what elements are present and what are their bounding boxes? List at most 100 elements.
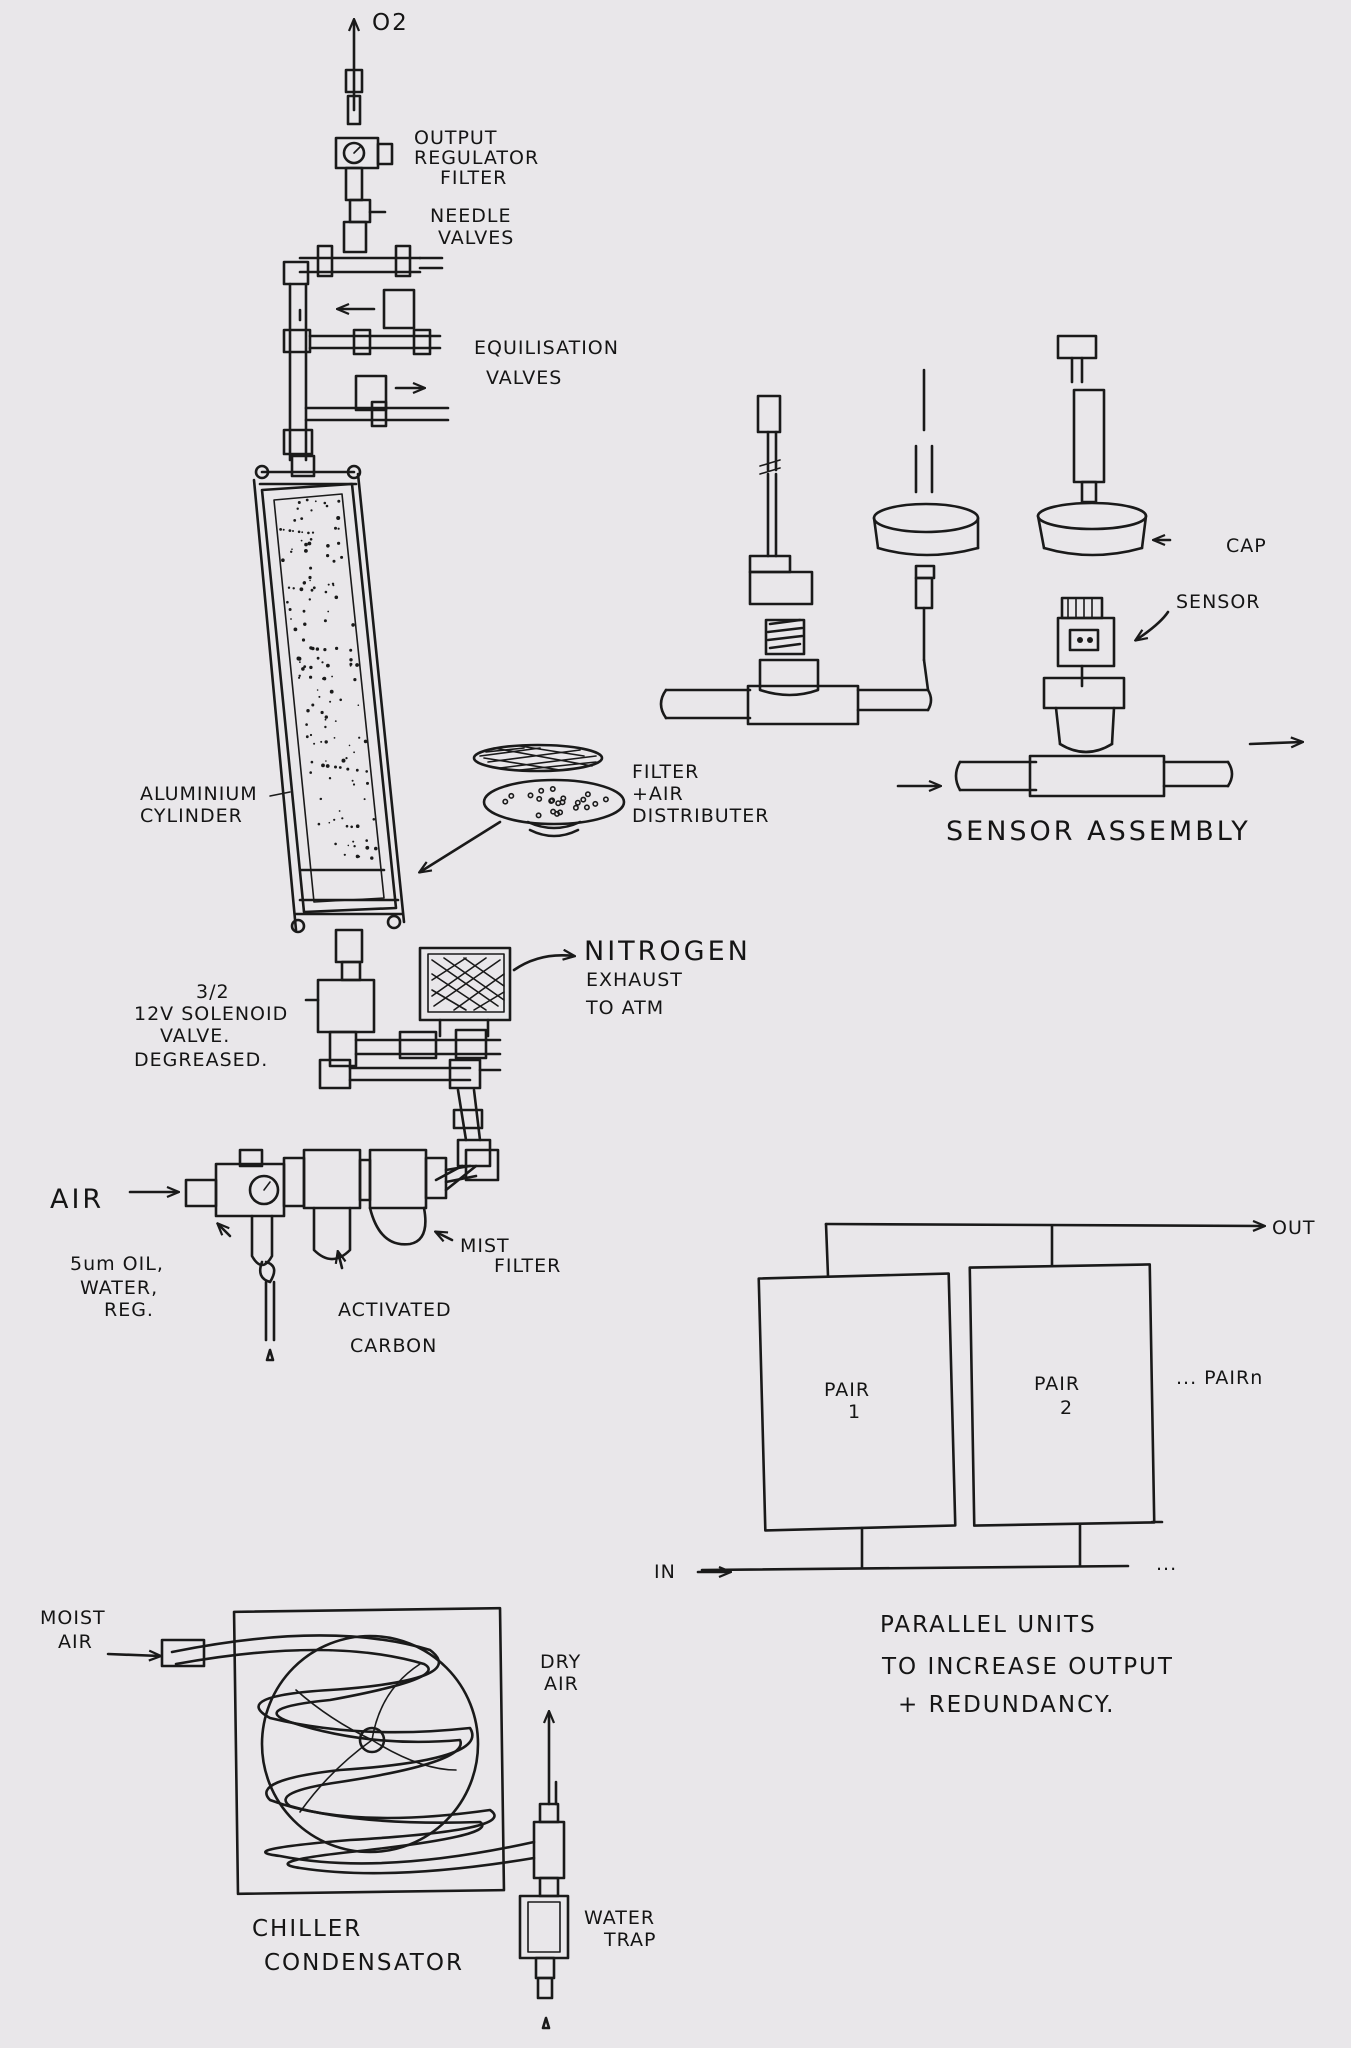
packing-speckle xyxy=(353,678,357,682)
packing-speckle xyxy=(309,538,313,541)
packing-speckle xyxy=(301,531,304,534)
filter-air-distributer-label: FILTER xyxy=(632,761,699,783)
pair-2-label: PAIR xyxy=(1034,1373,1080,1395)
packing-speckle xyxy=(286,600,289,604)
solenoid-label-2: 12V SOLENOID xyxy=(134,1003,288,1025)
distributer-hole xyxy=(559,799,566,806)
packing-speckle xyxy=(293,519,297,522)
activated-carbon-label: ACTIVATED xyxy=(338,1299,452,1321)
packing-speckle xyxy=(325,764,330,768)
packing-speckle xyxy=(323,677,327,681)
packing-speckle xyxy=(293,627,298,632)
distributer-hole xyxy=(583,804,590,811)
packing-speckle xyxy=(304,542,308,547)
packing-speckle xyxy=(353,751,355,754)
distributer-hole xyxy=(502,798,509,805)
packing-speckle xyxy=(329,700,332,703)
packing-speckle xyxy=(357,704,360,706)
packing-speckle xyxy=(299,661,301,663)
output-regulator-filter-label-3: FILTER xyxy=(440,167,507,189)
nitrogen-exhaust-silencer xyxy=(418,946,574,1038)
packing-speckle xyxy=(327,610,330,613)
packing-speckle xyxy=(303,581,306,584)
packing-speckle xyxy=(297,530,301,534)
cap-label: CAP xyxy=(1226,535,1267,557)
packing-speckle xyxy=(326,554,330,558)
packing-speckle xyxy=(298,676,301,679)
packing-speckle xyxy=(323,619,327,623)
moist-air-label: MOIST xyxy=(40,1607,106,1629)
packing-speckle xyxy=(335,646,339,651)
air-preparation-unit xyxy=(128,1148,500,1362)
packing-speckle xyxy=(324,718,327,721)
chiller-label: CHILLER xyxy=(252,1916,362,1942)
packing-speckle xyxy=(320,740,323,743)
distributer-holes xyxy=(502,785,609,819)
reg-label-3: REG. xyxy=(104,1299,154,1321)
packing-speckle xyxy=(324,740,328,744)
packing-speckle xyxy=(298,674,301,677)
parallel-units-diagram xyxy=(696,1224,1264,1572)
packing-speckle xyxy=(338,810,341,812)
nitrogen-label-2: EXHAUST xyxy=(586,969,683,991)
packing-speckle xyxy=(310,588,314,592)
aluminium-cylinder-leader xyxy=(269,791,291,797)
in-label: IN xyxy=(654,1561,676,1583)
packing-speckle xyxy=(345,757,348,760)
packing-speckle xyxy=(345,824,349,828)
packing-speckle xyxy=(307,531,310,535)
packing-speckle xyxy=(347,844,350,847)
output-regulator-filter-label: OUTPUT xyxy=(414,127,497,149)
packing-speckle xyxy=(292,587,295,590)
sensor-assembly-exploded xyxy=(659,334,1302,798)
distributer-hole xyxy=(538,787,545,794)
filter-air-distributer xyxy=(420,743,626,872)
water-trap-label: WATER xyxy=(584,1907,655,1929)
packing-speckle xyxy=(309,566,313,570)
packing-speckle xyxy=(351,779,354,782)
distributer-hole xyxy=(535,812,542,819)
packing-speckle xyxy=(331,582,335,585)
needle-valves-label-2: VALVES xyxy=(438,227,514,249)
solenoid-valve xyxy=(304,928,502,1192)
distributer-hole xyxy=(536,795,543,802)
packing-speckle xyxy=(288,608,292,611)
sensor-assembly-label: SENSOR ASSEMBLY xyxy=(946,816,1251,847)
pair-1-label: PAIR xyxy=(824,1379,870,1401)
pair-2-number: 2 xyxy=(1060,1397,1073,1419)
packing-speckle xyxy=(313,742,316,745)
packing-speckle xyxy=(337,527,340,530)
packing-speckle xyxy=(281,558,285,562)
packing-speckle xyxy=(321,661,324,664)
packing-speckle xyxy=(320,710,324,715)
packing-speckle xyxy=(324,590,328,594)
packing-speckle xyxy=(308,575,312,580)
packing-speckle xyxy=(352,783,356,786)
packing-speckle xyxy=(349,648,353,652)
packing-speckle xyxy=(334,526,337,530)
packing-speckle xyxy=(300,539,303,542)
distributer-hole xyxy=(527,792,534,799)
packing-speckle xyxy=(346,767,350,771)
packing-speckle xyxy=(353,845,356,848)
solenoid-label-3: VALVE. xyxy=(160,1025,230,1047)
distributer-hole xyxy=(602,796,609,803)
packing-speckle xyxy=(333,737,336,739)
packing-speckle xyxy=(339,698,343,702)
packing-speckle xyxy=(296,507,299,510)
packing-speckle xyxy=(334,720,337,722)
dry-air-label: DRY xyxy=(540,1651,581,1673)
packing-speckle xyxy=(352,840,355,843)
packing-speckle xyxy=(326,663,330,668)
water-trap-label-2: TRAP xyxy=(603,1929,657,1951)
packing-speckle xyxy=(323,501,327,505)
packing-speckle xyxy=(363,798,366,801)
packing-speckle xyxy=(365,845,370,850)
distributer-hole xyxy=(549,785,556,792)
packing-speckle xyxy=(327,583,330,586)
cylinder-packing-speckles xyxy=(279,498,378,860)
packing-speckle xyxy=(316,689,319,691)
equilisation-valves xyxy=(282,282,450,462)
packing-speckle xyxy=(314,500,317,503)
